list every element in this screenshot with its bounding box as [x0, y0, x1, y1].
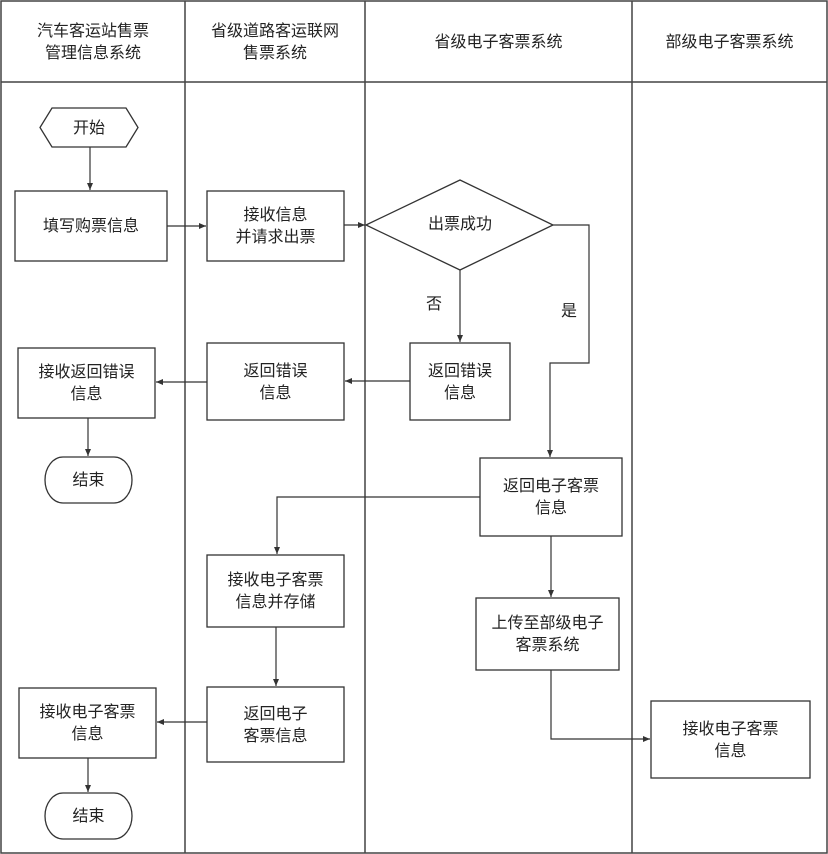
edge-label-yes: 是 [560, 301, 577, 320]
edge-upload-to-ministry [550, 670, 650, 742]
lane-title-bus-station: 汽车客运站售票 管理信息系统 [36, 20, 149, 62]
lane-title-provincial-road: 省级道路客运联网 售票系统 [210, 20, 339, 62]
road-return-ticket-node-shape[interactable] [206, 686, 345, 763]
end1-node-shape[interactable] [44, 456, 133, 504]
bus-receive-error-node-label: 接收返回错误 信息 [38, 362, 135, 403]
road-store-ticket-node-shape[interactable] [206, 554, 345, 628]
road-return-ticket-node-label: 返回电子 客票信息 [243, 703, 308, 745]
upload-ministry-node-label: 上传至部级电子 客票系统 [491, 613, 604, 654]
ministry-receive-node-shape[interactable] [650, 700, 811, 779]
upload-ministry-node-shape[interactable] [475, 597, 620, 671]
end2-node-shape[interactable] [44, 792, 133, 840]
end2-node-label: 结束 [72, 806, 105, 825]
ministry-receive-node-label: 接收电子客票 信息 [682, 718, 779, 760]
lane-title-provincial-eticket: 省级电子客票系统 [434, 31, 563, 51]
bus-receive-ticket-node-label: 接收电子客票 信息 [39, 702, 136, 743]
lane-title-ministry-eticket: 部级电子客票系统 [665, 31, 794, 51]
end1-node-label: 结束 [72, 470, 105, 489]
fill-info-node-shape[interactable] [14, 190, 168, 262]
road-store-ticket-node-label: 接收电子客票 信息并存储 [227, 570, 324, 611]
start-node-label: 开始 [72, 117, 105, 137]
road-return-error-node-label: 返回错误 信息 [243, 360, 308, 402]
edge-decision-yes [547, 224, 590, 457]
receive-request-node-shape[interactable] [206, 190, 345, 262]
edge-prov-ticket-to-road-store [274, 496, 480, 554]
bus-receive-error-node-shape[interactable] [17, 347, 156, 419]
prov-return-ticket-node-label: 返回电子客票 信息 [502, 476, 599, 517]
prov-return-error-node-label: 返回错误 信息 [427, 360, 492, 402]
fill-info-node-label: 填写购票信息 [42, 216, 139, 235]
decision-node-label: 出票成功 [427, 214, 492, 233]
edge-label-no: 否 [425, 294, 442, 313]
start-node-shape[interactable] [39, 107, 139, 148]
receive-request-node-label: 接收信息 并请求出票 [235, 205, 316, 246]
